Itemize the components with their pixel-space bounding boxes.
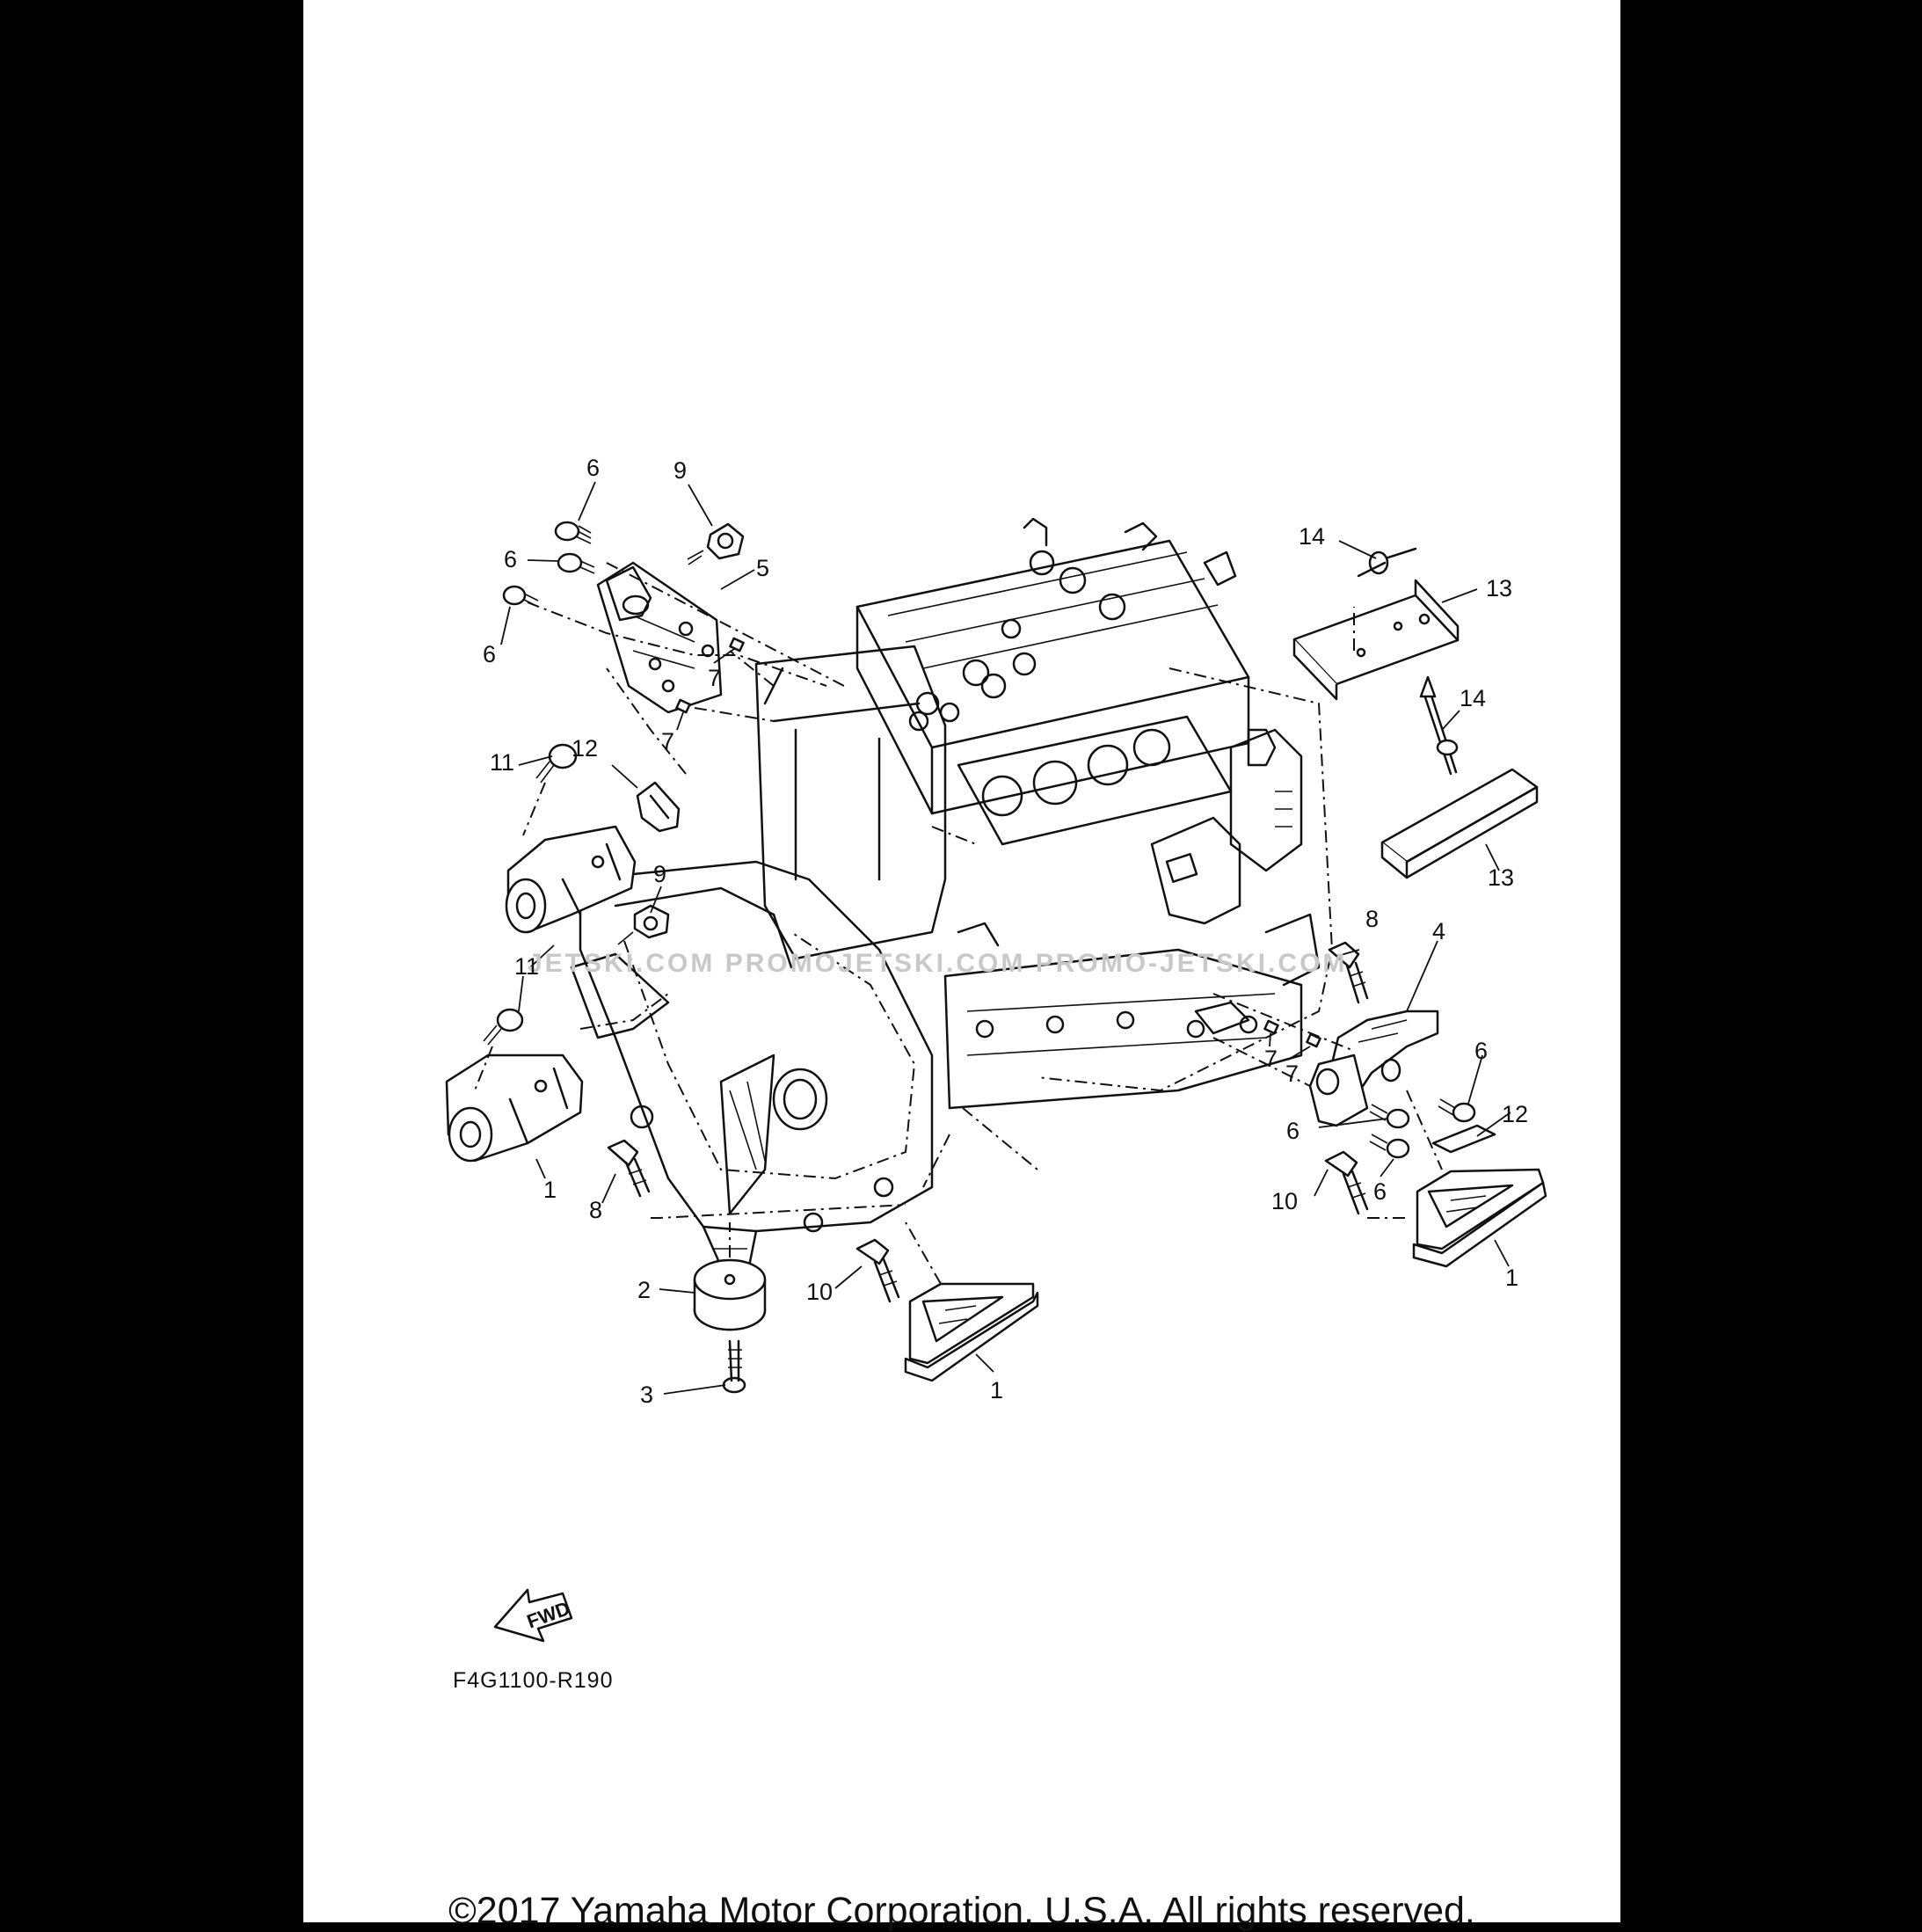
rivet-14-b xyxy=(1419,675,1459,776)
bracket-12-a xyxy=(636,781,681,833)
bolt-8-a xyxy=(607,1139,906,1219)
heat-shield-13-b xyxy=(1380,768,1539,879)
callout-1-c: 1 xyxy=(1505,1265,1518,1291)
callout-6-f: 6 xyxy=(1373,1178,1387,1205)
callout-13-a: 13 xyxy=(1486,575,1512,601)
callout-3: 3 xyxy=(640,1382,653,1408)
bolt-6-a xyxy=(554,521,592,544)
nut-9-a xyxy=(687,522,745,565)
callout-6-a: 6 xyxy=(586,455,600,481)
callout-6-e: 6 xyxy=(1286,1118,1300,1144)
callout-13-b: 13 xyxy=(1488,864,1514,891)
callout-7-d: 7 xyxy=(1285,1061,1299,1087)
screw-3 xyxy=(722,1339,746,1394)
bolt-6-d xyxy=(1438,1098,1476,1123)
heat-shield-13-a xyxy=(1292,579,1460,701)
bolt-6-b xyxy=(557,552,595,574)
callout-6-c: 6 xyxy=(483,641,496,667)
fwd-arrow-icon: FWD xyxy=(493,1588,573,1643)
bolt-10-b xyxy=(1324,1150,1407,1219)
callout-2: 2 xyxy=(637,1277,651,1303)
bracket-12-b xyxy=(1431,1124,1496,1154)
callout-4: 4 xyxy=(1432,918,1445,944)
bolt-10-a xyxy=(855,1238,900,1303)
engine-block-drawing xyxy=(579,517,1334,1277)
bolt-11-a xyxy=(535,743,578,784)
callout-6-b: 6 xyxy=(504,546,517,572)
callout-9-b: 9 xyxy=(653,861,666,887)
rivet-14-a xyxy=(1357,547,1417,578)
leader-lines xyxy=(500,481,1511,1395)
callout-10-a: 10 xyxy=(806,1279,833,1305)
callout-7-a: 7 xyxy=(708,665,721,691)
callout-12-a: 12 xyxy=(572,735,598,762)
callout-1-b: 1 xyxy=(990,1377,1003,1403)
callout-8-b: 8 xyxy=(1365,906,1379,932)
callout-6-d: 6 xyxy=(1474,1038,1488,1064)
callout-9-a: 9 xyxy=(673,457,687,484)
bolt-6-e xyxy=(1369,1104,1410,1129)
bolt-8-b xyxy=(1328,941,1369,1004)
damper-2 xyxy=(693,1222,767,1331)
callout-7-c: 7 xyxy=(1264,1046,1278,1072)
dowel-7-c xyxy=(1263,1019,1279,1035)
dowel-7-d xyxy=(1306,1032,1321,1048)
engine-mount-1-center xyxy=(904,1221,1039,1382)
copyright-notice: ©2017 Yamaha Motor Corporation, U.S.A. A… xyxy=(448,1890,1475,1932)
bolt-11-b xyxy=(483,1008,524,1046)
callout-11-a: 11 xyxy=(490,749,514,776)
callout-11-b: 11 xyxy=(514,953,539,980)
callout-7-b: 7 xyxy=(661,728,674,755)
callout-8-a: 8 xyxy=(589,1197,602,1223)
bolt-6-f xyxy=(1369,1134,1410,1159)
front-mount-bracket-group xyxy=(502,521,845,722)
callout-12-b: 12 xyxy=(1502,1101,1528,1127)
watermark-text: JETSKI.COM PROMOJETSKI.COM PROMO-JETSKI.… xyxy=(528,949,1347,978)
diagram-reference-code: F4G1100-R190 xyxy=(453,1668,613,1693)
left-lower-rubber-mount xyxy=(445,952,670,1163)
callout-1-a: 1 xyxy=(543,1177,557,1203)
callout-labels: 6 9 6 5 6 7 7 11 12 9 11 1 8 2 3 10 1 14… xyxy=(483,455,1528,1408)
left-upper-rubber-mount xyxy=(505,667,687,945)
callout-5: 5 xyxy=(756,555,769,581)
callout-10-b: 10 xyxy=(1271,1188,1298,1214)
callout-14-b: 14 xyxy=(1460,685,1486,711)
callout-14-a: 14 xyxy=(1299,523,1325,550)
engine-mount-1-right xyxy=(1406,1090,1547,1268)
bracket-4 xyxy=(1212,993,1439,1127)
nut-9-b xyxy=(617,904,670,945)
